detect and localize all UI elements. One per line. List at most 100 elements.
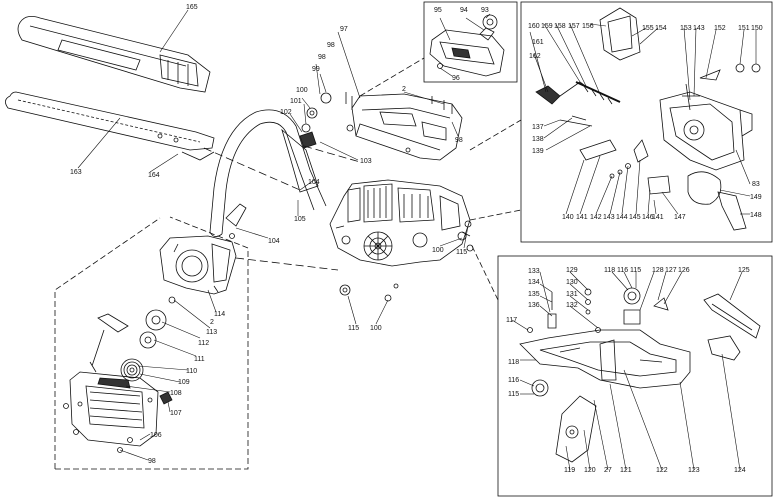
label-132: 132	[566, 302, 578, 309]
label-145: 145	[629, 214, 641, 221]
label-98: 98	[148, 458, 156, 465]
part-107	[159, 391, 173, 405]
label-27: 27	[604, 467, 612, 474]
label-162: 162	[529, 53, 541, 60]
label-155: 155	[642, 25, 654, 32]
label-104: 104	[308, 179, 320, 186]
label-102: 102	[280, 109, 292, 116]
starter-frame-lead	[54, 217, 161, 469]
label-154: 154	[655, 25, 667, 32]
guide-bar-part	[5, 91, 215, 151]
part-111	[139, 331, 157, 349]
label-131: 131	[566, 291, 578, 298]
inset-starter-frame	[55, 216, 249, 470]
label-128: 128	[652, 267, 664, 274]
label-149: 149	[750, 194, 762, 201]
label-119: 119	[564, 467, 575, 474]
label-94: 94	[460, 7, 468, 14]
part-112	[145, 309, 167, 331]
label-134: 134	[528, 279, 540, 286]
label-165: 165	[186, 4, 198, 11]
label-161: 161	[532, 39, 544, 46]
label-148: 148	[750, 212, 762, 219]
label-2: 2	[402, 86, 406, 93]
label-137: 137	[532, 124, 544, 131]
label-144: 144	[616, 214, 628, 221]
part-101	[301, 123, 311, 133]
label-150: 150	[751, 25, 763, 32]
label-115: 115	[348, 325, 359, 332]
inset-top-cover-frame	[423, 1, 518, 83]
label-115: 115	[508, 391, 519, 398]
label-111: 111	[194, 356, 205, 363]
label-83: 83	[752, 181, 760, 188]
label-116: 116	[508, 377, 519, 384]
inset2-parts	[535, 7, 761, 231]
label-2: 2	[210, 319, 214, 326]
label-157: 157	[568, 23, 580, 30]
label-117: 117	[506, 317, 517, 324]
part-99	[320, 92, 332, 104]
label-129: 129	[566, 267, 578, 274]
chain-cover-part	[17, 16, 211, 93]
label-118: 118	[604, 267, 615, 274]
label-98: 98	[455, 137, 463, 144]
label-105: 105	[294, 216, 306, 223]
inset-brake-frame	[520, 1, 773, 243]
label-163: 163	[70, 169, 82, 176]
label-164: 164	[148, 172, 160, 179]
handle-bracket-part	[225, 203, 247, 227]
label-114: 114	[214, 311, 225, 318]
label-118: 118	[508, 359, 519, 366]
label-140: 140	[562, 214, 574, 221]
label-141: 141	[652, 214, 664, 221]
label-109: 109	[178, 379, 190, 386]
label-100: 100	[370, 325, 382, 332]
label-112: 112	[198, 340, 209, 347]
label-135: 135	[528, 291, 540, 298]
label-142: 142	[590, 214, 602, 221]
label-100: 100	[432, 247, 444, 254]
saw-chain-part	[181, 151, 215, 161]
part-labels: 165 163 164 97 98 98 99 100 101 102 2 98…	[70, 4, 763, 474]
label-146: 146	[642, 214, 654, 221]
label-100: 100	[296, 87, 308, 94]
label-136: 136	[528, 302, 540, 309]
label-130: 130	[566, 279, 578, 286]
label-152: 152	[714, 25, 726, 32]
label-108: 108	[170, 390, 182, 397]
label-104: 104	[268, 238, 280, 245]
label-141: 141	[576, 214, 588, 221]
label-125: 125	[738, 267, 750, 274]
label-124: 124	[734, 467, 746, 474]
label-98: 98	[327, 42, 335, 49]
label-96: 96	[452, 75, 460, 82]
label-138: 138	[532, 136, 544, 143]
starter-handle-part	[97, 313, 129, 333]
top-cover-part	[346, 93, 463, 161]
label-153: 153	[680, 25, 692, 32]
label-99: 99	[312, 66, 320, 73]
engine-assembly-part	[329, 179, 471, 267]
label-159: 159	[541, 23, 553, 30]
label-143: 143	[693, 25, 705, 32]
label-120: 120	[584, 467, 596, 474]
label-115: 115	[630, 267, 641, 274]
inset3-parts	[519, 287, 761, 463]
label-160: 160	[528, 23, 540, 30]
leader-lines	[77, 9, 757, 471]
starter-housing-part	[159, 235, 237, 295]
label-158: 158	[554, 23, 566, 30]
label-115: 115	[456, 249, 467, 256]
label-151: 151	[738, 25, 750, 32]
label-126: 126	[678, 267, 690, 274]
label-101: 101	[290, 98, 302, 105]
label-98: 98	[318, 54, 326, 61]
label-156: 156	[582, 23, 594, 30]
label-93: 93	[481, 7, 489, 14]
label-95: 95	[434, 7, 442, 14]
label-139: 139	[532, 148, 544, 155]
label-122: 122	[656, 467, 668, 474]
part-113	[168, 296, 176, 304]
label-107: 107	[170, 410, 182, 417]
